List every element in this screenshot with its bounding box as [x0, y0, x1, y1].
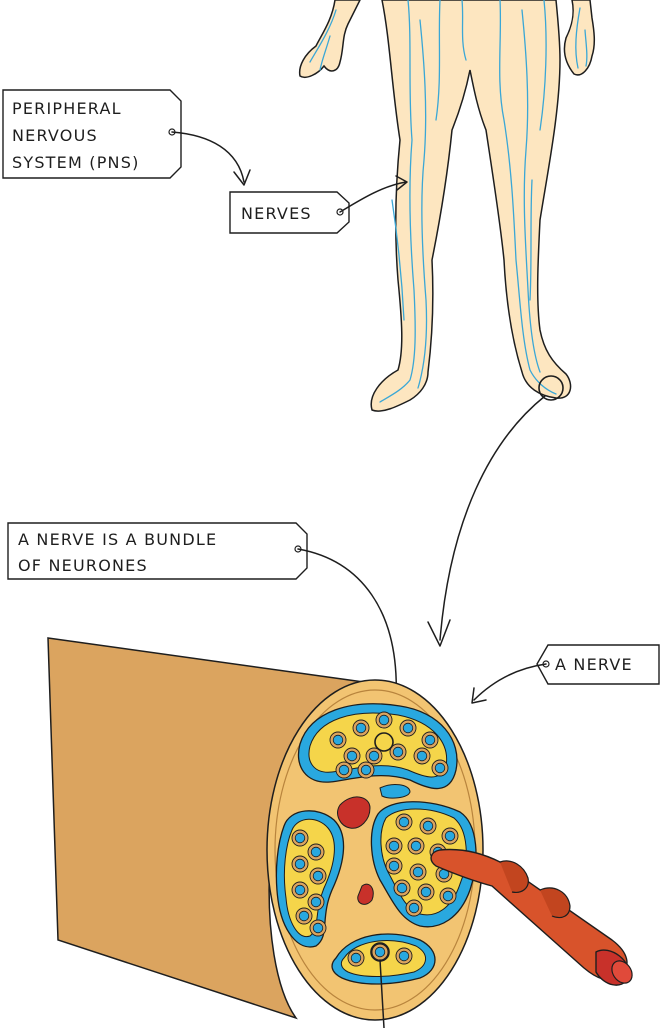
neurone-axon [346, 750, 358, 762]
neurone-axon [408, 902, 420, 914]
nerve-cross-section [47, 637, 484, 1021]
neurone-axon [294, 858, 306, 870]
neurone-axon [355, 722, 367, 734]
neurone-axon [424, 734, 436, 746]
neurone-axon [434, 762, 446, 774]
neurone-axon [338, 764, 350, 776]
neurone-axon [398, 950, 410, 962]
pns-label-line-1: PERIPHERAL [12, 99, 122, 118]
nerves-label-tag: NERVES [229, 191, 350, 234]
neurone-axon [412, 866, 424, 878]
neurone-axon [360, 764, 372, 776]
pns-label-line-2: NERVOUS [12, 126, 98, 145]
bundle-label-line-1: A NERVE IS A BUNDLE [18, 530, 217, 549]
neurone-axon [312, 922, 324, 934]
neurone-axon [398, 816, 410, 828]
zoom-arrow [439, 395, 546, 641]
electrode-probe-icon [430, 848, 633, 986]
a-nerve-label: A NERVE [555, 655, 633, 674]
neurone-axon [332, 734, 344, 746]
neurone-axons [291, 711, 459, 967]
neurone-axon [294, 832, 306, 844]
bundle-label-tag: A NERVE IS A BUNDLE OF NEURONES [7, 522, 308, 580]
pns-label-line-3: SYSTEM (PNS) [12, 153, 140, 172]
neurone-axon [294, 884, 306, 896]
neurone-axon [442, 890, 454, 902]
neurone-axon [312, 870, 324, 882]
bundle-label-line-2: OF NEURONES [18, 556, 148, 575]
neurone-axon [416, 750, 428, 762]
neurone-axon [350, 952, 362, 964]
neurone-axon [388, 840, 400, 852]
magnifier-circle-icon [538, 375, 564, 401]
neurone-axon [298, 910, 310, 922]
neurone-axon [444, 830, 456, 842]
nerves-label: NERVES [241, 204, 312, 223]
neurone-axon [410, 840, 422, 852]
nerves-pointer-arrow [339, 181, 407, 213]
pns-label-tag: PERIPHERAL NERVOUS SYSTEM (PNS) [2, 89, 182, 179]
a-nerve-pointer-arrow [473, 663, 547, 701]
neurone-axon [422, 820, 434, 832]
neurone-axon [388, 860, 400, 872]
human-body-illustration [298, 0, 596, 412]
neurone-axon [310, 846, 322, 858]
bottom-pointer-line [379, 959, 385, 1028]
pns-to-nerves-arrow [171, 131, 245, 183]
a-nerve-label-tag: A NERVE [536, 644, 660, 685]
neurone-axon [392, 746, 404, 758]
neurone-axon [420, 886, 432, 898]
neurone-axon [374, 946, 386, 958]
neurone-axon [378, 714, 390, 726]
neurone-axon [310, 896, 322, 908]
neurone-axon [402, 722, 414, 734]
neurone-axon [396, 882, 408, 894]
neurone-axon [368, 750, 380, 762]
